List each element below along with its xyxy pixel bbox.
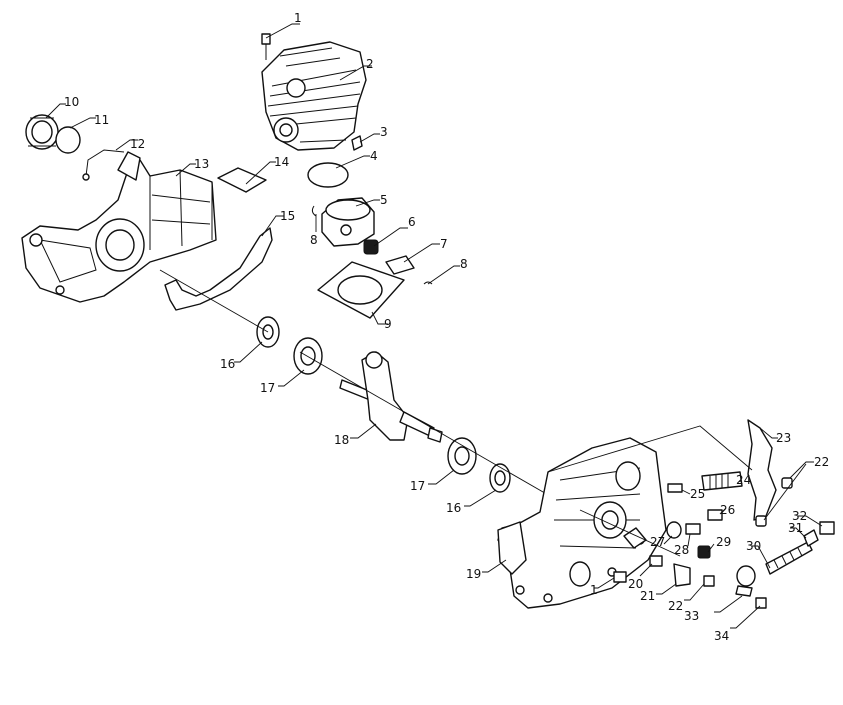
part-20-screw	[649, 555, 663, 567]
callout-7: 7	[440, 237, 448, 251]
callout-33: 33	[684, 609, 699, 623]
callout-numbers: 1 2 3 4 5 6 7 8 8 9 10 11 12 13 14 15 16…	[64, 11, 829, 643]
stud-thread	[709, 474, 729, 490]
callout-28: 28	[674, 543, 689, 557]
spring-clip	[85, 149, 125, 177]
circlip-b	[423, 281, 433, 285]
callout-10: 10	[64, 95, 79, 109]
clip-end	[82, 173, 90, 181]
gear-29	[697, 545, 711, 559]
callout-4: 4	[370, 149, 378, 163]
crankshaft	[339, 351, 443, 443]
washer-27	[666, 521, 682, 539]
callout-6: 6	[408, 215, 416, 229]
screw-22-lower	[703, 575, 715, 587]
bolt-28	[685, 523, 701, 535]
callout-34: 34	[714, 629, 729, 643]
callout-22-lower: 22	[668, 599, 683, 613]
callout-1-lower: 1	[590, 583, 598, 597]
callout-27: 27	[650, 535, 665, 549]
callout-20: 20	[628, 577, 643, 591]
callout-3: 3	[380, 125, 388, 139]
seal-16-lower	[489, 463, 511, 493]
tensioner-nut	[803, 529, 819, 547]
screw-34	[755, 597, 767, 609]
oil-cap	[25, 114, 59, 150]
needle-bearing	[363, 239, 379, 255]
callout-25: 25	[690, 487, 705, 501]
filter-plate	[217, 167, 267, 193]
callout-9: 9	[384, 317, 392, 331]
crankcase-right-half	[497, 437, 667, 609]
tensioner-screw	[765, 541, 813, 575]
circlip-a	[311, 205, 317, 217]
crankcase-gasket	[164, 227, 273, 311]
decompression-valve	[351, 135, 363, 151]
piston-ring	[307, 162, 349, 188]
callout-18: 18	[334, 433, 349, 447]
callout-21: 21	[640, 589, 655, 603]
callout-2: 2	[366, 57, 374, 71]
callout-32: 32	[792, 509, 807, 523]
callout-23: 23	[776, 431, 791, 445]
dowel-pin	[667, 483, 683, 493]
callout-22-upper: 22	[814, 455, 829, 469]
callout-8-right: 8	[460, 257, 468, 271]
callout-24: 24	[736, 473, 751, 487]
cylinder	[261, 41, 367, 151]
callout-15: 15	[280, 209, 295, 223]
callout-1: 1	[294, 11, 302, 25]
callout-19: 19	[466, 567, 481, 581]
callout-14: 14	[274, 155, 289, 169]
tensioner-thread	[773, 547, 803, 569]
nut-26	[707, 509, 723, 521]
callout-leaders	[45, 23, 823, 629]
callout-29: 29	[716, 535, 731, 549]
crankcase-left-half	[21, 151, 217, 303]
tensioner-plate	[819, 521, 835, 535]
o-ring	[55, 126, 81, 154]
cylinder-base-gasket	[317, 261, 405, 319]
callout-11: 11	[94, 113, 109, 127]
callout-5: 5	[380, 193, 388, 207]
piston	[321, 197, 375, 247]
adjuster-33	[735, 565, 756, 597]
callout-8-left: 8	[310, 233, 318, 247]
cylinder-screw	[261, 33, 271, 60]
callout-16-upper: 16	[220, 357, 235, 371]
callout-26: 26	[720, 503, 735, 517]
callout-12: 12	[130, 137, 145, 151]
callout-13: 13	[194, 157, 209, 171]
callout-30: 30	[746, 539, 761, 553]
chain-catcher-bracket	[747, 419, 777, 521]
callout-31: 31	[788, 521, 803, 535]
bearing-17-upper	[293, 337, 323, 375]
screw-1-lower	[613, 571, 627, 583]
callout-17-upper: 17	[260, 381, 275, 395]
callout-16-lower: 16	[446, 501, 461, 515]
part-21	[673, 563, 691, 587]
callout-17-lower: 17	[410, 479, 425, 493]
bearing-17-lower	[447, 437, 477, 475]
